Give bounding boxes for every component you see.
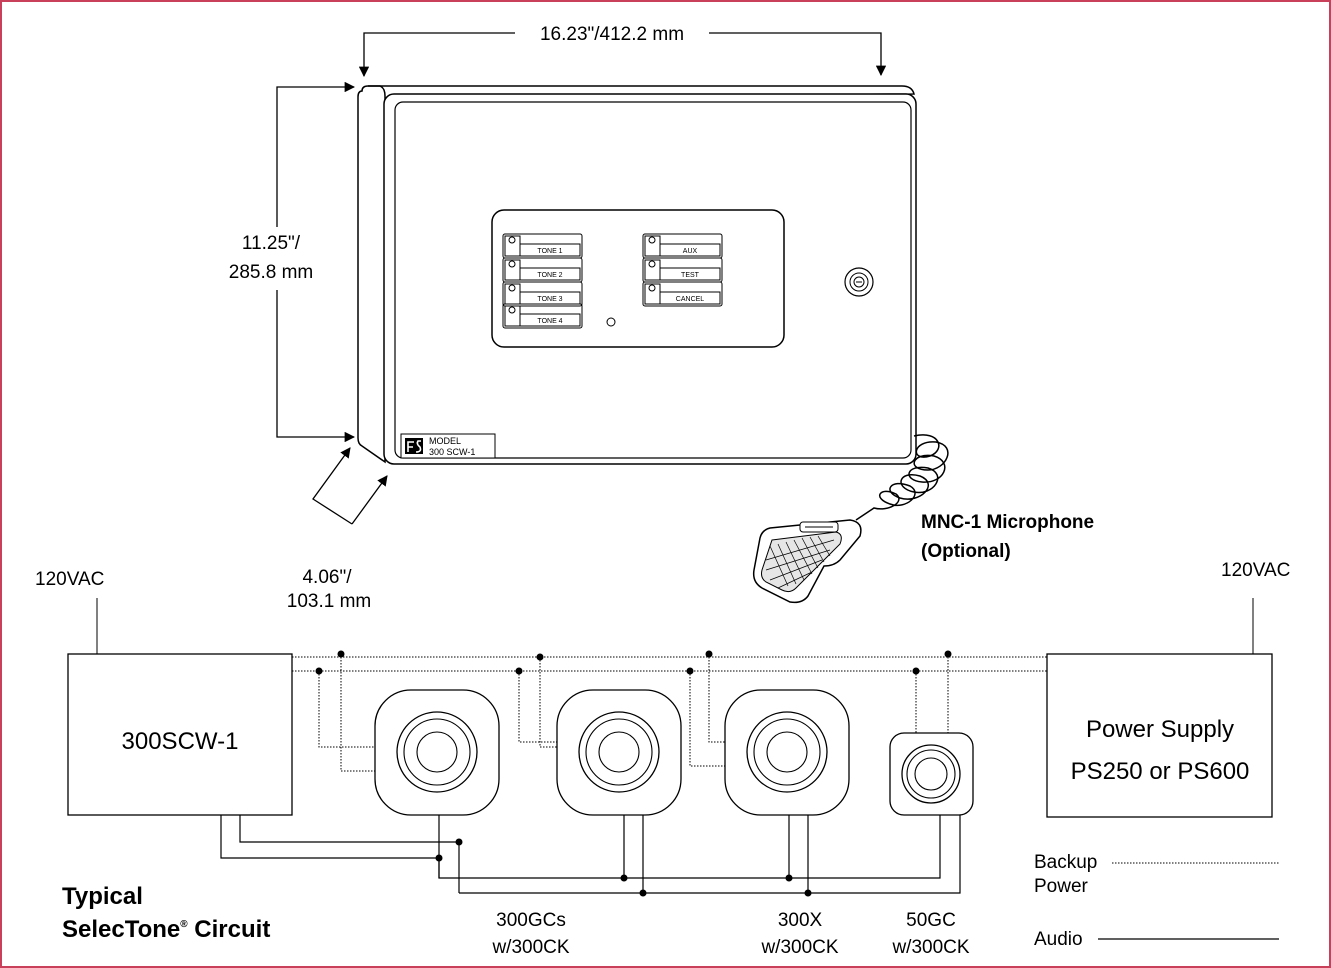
button-tone-3-label: TONE 3 [537,296,562,303]
legend-backup-line-2: Power [1034,876,1089,897]
left-power-label: 120VAC [35,569,104,590]
button-aux-label: AUX [683,248,698,255]
power-supply-box [1046,653,1273,818]
button-tone-2-label: TONE 2 [537,272,562,279]
model-plate: MODEL 300 SCW-1 [400,433,496,459]
depth-label-line-2: 103.1 mm [287,591,371,612]
legend: Backup Power Audio [1034,852,1280,950]
enclosure-top [368,85,915,98]
audio-junctions [435,838,812,897]
circuit-title-line-2: SelecTone® Circuit [62,916,270,943]
microphone-cord [855,434,949,521]
speaker-300x [724,689,850,816]
enclosure-front-inner [394,101,912,459]
button-cancel[interactable]: CANCEL [642,281,723,307]
circuit-title-registered: ® [180,919,188,930]
button-cancel-label: CANCEL [676,296,705,303]
microphone-label-line-2: (Optional) [921,541,1011,562]
height-dimension: 11.25"/ 285.8 mm [229,81,356,443]
speaker-label-300x-line-1: 300X [778,910,823,931]
speaker-label-50gc-line-2: w/300CK [891,937,969,958]
button-tone-4-label: TONE 4 [537,318,562,325]
legend-backup-line-1: Backup [1034,852,1097,873]
depth-label-line-1: 4.06"/ [302,567,352,588]
button-tone-4[interactable]: TONE 4 [502,303,583,329]
backup-power-junctions [315,650,952,675]
microphone-label-line-1: MNC-1 Microphone [921,512,1094,533]
speaker-label-300gcs-line-1: 300GCs [496,910,566,931]
enclosure-drawing: TONE 1 TONE 2 TONE 3 TONE 4 [357,85,917,465]
model-line-2: 300 SCW-1 [429,447,475,457]
speaker-label-300gcs-line-2: w/300CK [491,937,569,958]
height-label-line-2: 285.8 mm [229,262,313,283]
controller-label: 300SCW-1 [122,728,239,755]
speaker-label-300x-line-2: w/300CK [760,937,838,958]
manufacturer-logo-icon [405,438,423,454]
speaker-label-50gc-line-1: 50GC [906,910,956,931]
width-label: 16.23"/412.2 mm [540,24,684,45]
speaker-300gc-2 [556,689,682,816]
height-label-line-1: 11.25"/ [242,233,301,254]
backup-power-wiring [292,654,1047,772]
circuit-title-brand: SelecTone [62,916,180,943]
button-tone-1-label: TONE 1 [537,248,562,255]
button-test-label: TEST [681,272,700,279]
keylock-icon [844,267,874,297]
indicator-led [606,317,616,327]
legend-audio-label: Audio [1034,929,1083,950]
right-power-label: 120VAC [1221,560,1290,581]
speaker-300gc-1 [374,689,500,816]
circuit-title-line-1: Typical [62,883,143,910]
circuit-title-suffix: Circuit [188,916,271,943]
speaker-50gc [889,732,974,816]
handheld-microphone-icon [752,434,949,604]
enclosure-side [357,85,386,464]
audio-wiring [220,815,961,894]
power-supply-line-1: Power Supply [1086,716,1234,743]
depth-dimension: 4.06"/ 103.1 mm [287,447,388,612]
model-line-1: MODEL [429,436,461,446]
controller-box [67,653,293,816]
width-dimension: 16.23"/412.2 mm [358,24,887,78]
power-supply-line-2: PS250 or PS600 [1071,758,1250,785]
